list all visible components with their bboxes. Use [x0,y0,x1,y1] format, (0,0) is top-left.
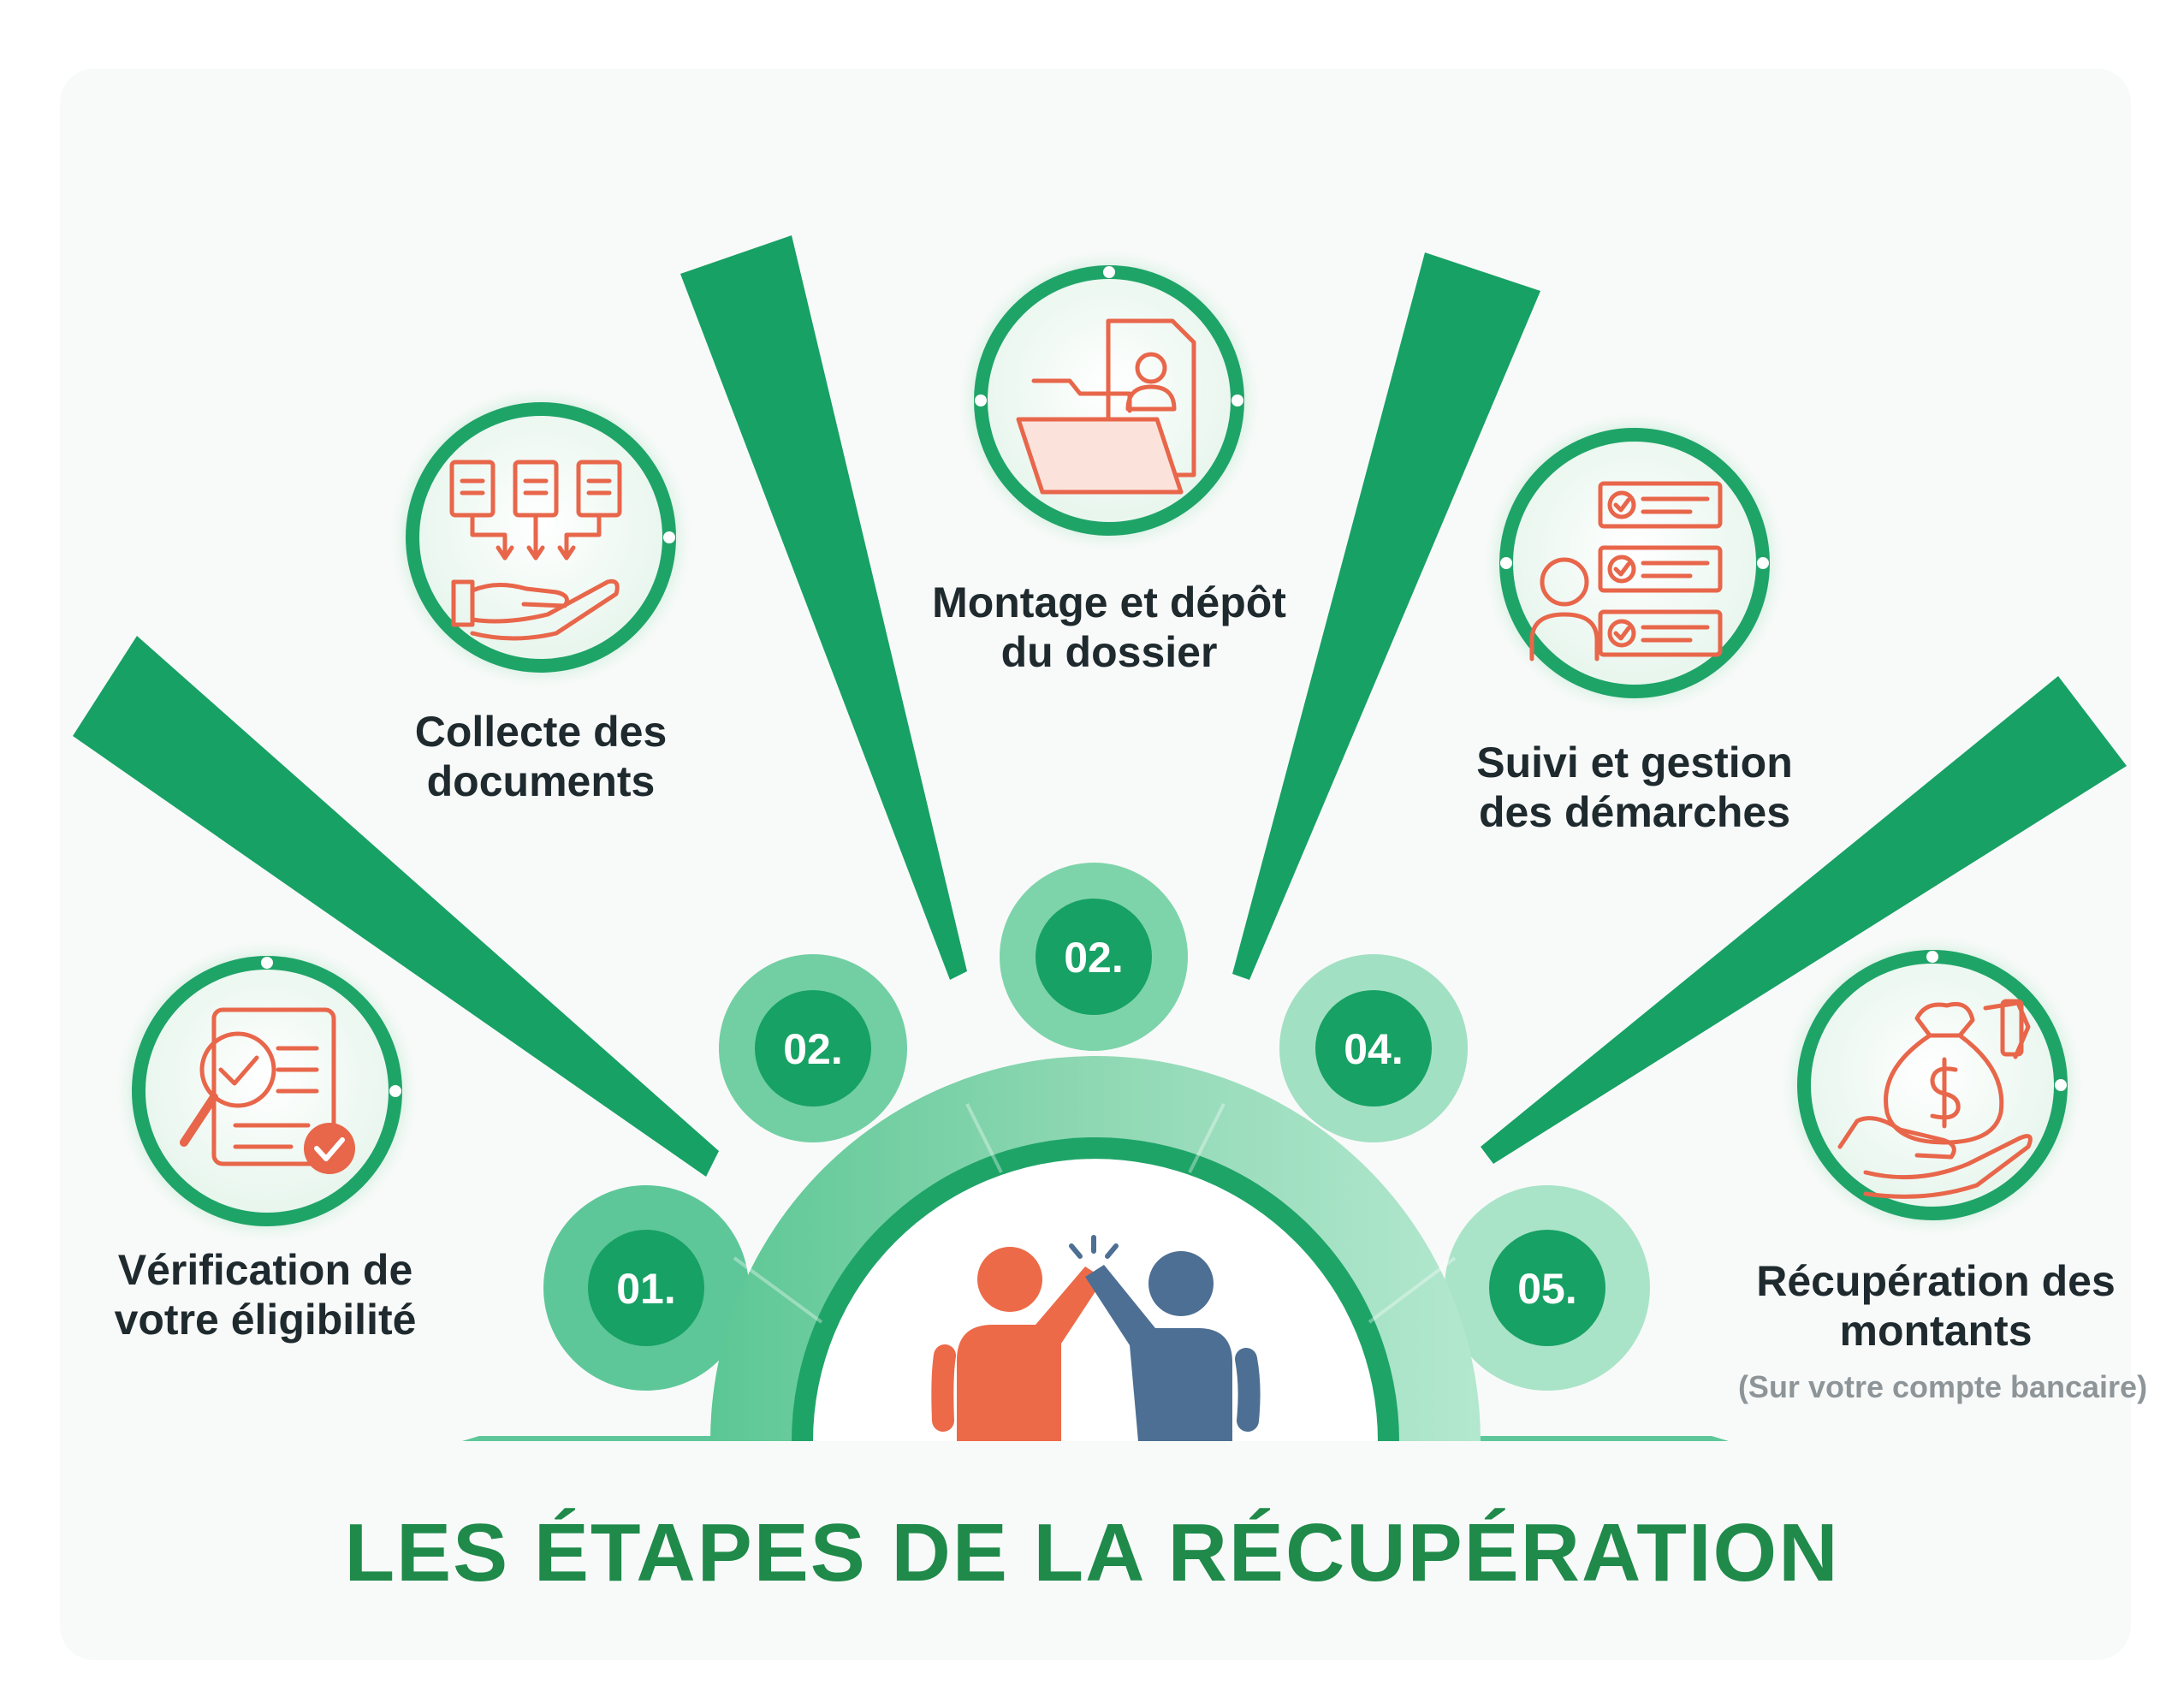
ray-2 [680,235,967,980]
step-label-5-line-1: Récupération des [1756,1257,2116,1305]
step-badge-2-text: 02. [783,1025,843,1073]
step-badge-1: 01. [588,1230,704,1346]
step-label-3-line-2: du dossier [1000,628,1218,676]
rays [73,235,2127,1177]
ray-4 [1481,676,2127,1164]
ray-3 [1232,252,1540,980]
step-label-2: Collecte des documents [415,707,668,806]
step-badge-5: 05. [1489,1230,1605,1346]
folder-file-icon [974,265,1244,536]
checklist-tracking-icon [1499,428,1770,698]
step-badge-4-text: 04. [1344,1025,1404,1073]
step-label-5: Récupération des montants [1756,1256,2116,1356]
step-badge-3: 02. [1036,899,1152,1015]
page-title: LES ÉTAPES DE LA RÉCUPÉRATION [344,1507,1840,1599]
step-label-3: Montage et dépôt du dossier [932,578,1286,677]
step-label-4-line-2: des démarches [1478,788,1791,836]
step-label-3-line-1: Montage et dépôt [932,578,1286,626]
step-label-1: Vérification de votre éligibilité [115,1245,417,1344]
money-bag-hand-icon [1797,950,2068,1220]
document-collection-icon [406,402,676,673]
step-5-note: (Sur votre compte bancaire) [1737,1369,2148,1404]
step-badge-3-text: 02. [1064,934,1124,982]
step-label-4: Suivi et gestion des démarches [1476,738,1793,837]
step-label-1-line-1: Vérification de [117,1246,413,1294]
step-label-2-line-1: Collecte des [414,708,668,756]
step-badge-4: 04. [1315,990,1432,1107]
high-five-people-icon [931,1235,1261,1441]
step-label-4-line-1: Suivi et gestion [1476,739,1793,786]
step-label-1-line-2: votre éligibilité [114,1296,417,1344]
step-label-5-line-2: montants [1839,1307,2033,1355]
step-label-2-line-2: documents [426,757,656,805]
step-badge-2: 02. [755,990,871,1107]
step-badges: 01. 02. 02. 04. 05. [588,899,1605,1346]
eligibility-check-icon [132,956,402,1226]
step-badge-5-text: 05. [1517,1265,1577,1313]
ray-1 [73,636,719,1177]
step-badge-1-text: 01. [616,1265,676,1313]
